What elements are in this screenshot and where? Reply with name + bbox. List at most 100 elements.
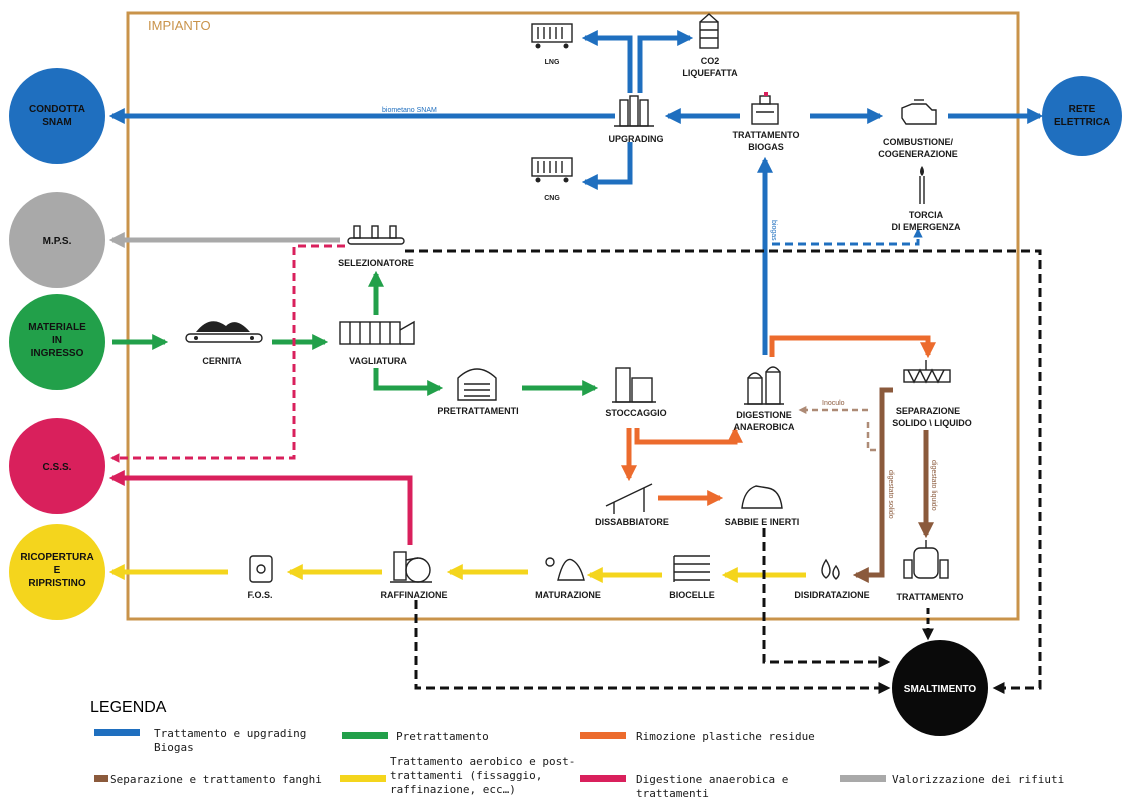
node-fos: F.O.S. (247, 555, 273, 600)
flow-selezionatore-smaltimento (405, 249, 1042, 694)
circle-css: C.S.S. (9, 418, 105, 514)
legend-item-anaerobica: Digestione anaerobica e trattamenti (580, 773, 788, 800)
svg-text:IN: IN (52, 335, 62, 346)
flow-label-digestato-liquido: digestato liquido (930, 460, 937, 511)
flow-upgrading-lng (581, 29, 633, 93)
node-dissabbiatore: DISSABBIATORE (595, 483, 669, 527)
svg-text:RIPRISTINO: RIPRISTINO (28, 578, 85, 589)
digester-icon (744, 366, 784, 405)
svg-text:C.S.S.: C.S.S. (43, 462, 72, 473)
svg-text:RAFFINAZIONE: RAFFINAZIONE (381, 590, 448, 600)
flare-icon (919, 166, 925, 204)
silo-icon (699, 13, 719, 49)
legend-swatch (342, 732, 388, 739)
svg-text:CO2: CO2 (701, 56, 720, 66)
svg-text:Valorizzazione dei rifiuti: Valorizzazione dei rifiuti (892, 773, 1064, 786)
svg-text:COGENERAZIONE: COGENERAZIONE (878, 149, 958, 159)
svg-text:SABBIE E INERTI: SABBIE E INERTI (725, 517, 800, 527)
refinery-icon (390, 551, 432, 583)
node-digestione: DIGESTIONE ANAEROBICA (733, 366, 795, 432)
legend-swatch (94, 729, 140, 736)
legend-swatch (580, 775, 626, 782)
flow-raffinazione-smaltimento (414, 600, 891, 694)
svg-text:RETE: RETE (1069, 104, 1096, 115)
node-trattamento-biogas: TRATTAMENTO BIOGAS (733, 92, 800, 152)
flow-lines (108, 29, 1044, 694)
flow-label-biometano: biometano SNAM (382, 107, 437, 114)
svg-text:RICOPERTURA: RICOPERTURA (20, 552, 93, 563)
engine-icon (901, 99, 937, 125)
svg-text:COMBUSTIONE/: COMBUSTIONE/ (883, 137, 954, 147)
treatment-plant-icon (903, 540, 949, 579)
svg-text:ELETTRICA: ELETTRICA (1054, 117, 1110, 128)
node-maturazione: MATURAZIONE (535, 557, 601, 600)
svg-text:UPGRADING: UPGRADING (608, 134, 663, 144)
node-pretrattamenti: PRETRATTAMENTI (437, 368, 519, 416)
svg-text:TORCIA: TORCIA (909, 210, 944, 220)
svg-text:MATURAZIONE: MATURAZIONE (535, 590, 601, 600)
svg-text:DIGESTIONE: DIGESTIONE (736, 410, 792, 420)
svg-text:LIQUEFATTA: LIQUEFATTA (682, 68, 738, 78)
svg-text:SMALTIMENTO: SMALTIMENTO (904, 684, 977, 695)
sorter-icon (347, 225, 405, 245)
node-disidratazione: DISIDRATAZIONE (794, 558, 870, 600)
legend-title: LEGENDA (90, 699, 167, 716)
node-raffinazione: RAFFINAZIONE (381, 551, 448, 600)
legend-swatch (340, 775, 386, 782)
circle-condotta-snam: CONDOTTA SNAM (9, 68, 105, 164)
svg-text:M.P.S.: M.P.S. (43, 236, 72, 247)
water-drop-icon (821, 558, 840, 580)
sand-separator-icon (605, 483, 653, 514)
svg-text:TRATTAMENTO: TRATTAMENTO (733, 130, 800, 140)
flow-upgrading-co2 (637, 29, 694, 93)
svg-text:SEPARAZIONE: SEPARAZIONE (896, 406, 960, 416)
legend: LEGENDA Trattamento e upgrading Biogas P… (90, 699, 1064, 800)
svg-text:STOCCAGGIO: STOCCAGGIO (605, 408, 666, 418)
svg-text:SNAM: SNAM (42, 117, 71, 128)
node-vagliatura: VAGLIATURA (339, 320, 415, 366)
svg-text:CONDOTTA: CONDOTTA (29, 104, 85, 115)
legend-item-plastiche: Rimozione plastiche residue (580, 730, 815, 743)
node-cernita: CERNITA (185, 321, 263, 366)
node-stoccaggio: STOCCAGGIO (605, 367, 667, 418)
node-lng: LNG (531, 23, 573, 66)
svg-text:SOLIDO \ LIQUIDO: SOLIDO \ LIQUIDO (892, 418, 972, 428)
svg-text:Digestione anaerobica e: Digestione anaerobica e (636, 773, 788, 786)
flow-digestione-separazione (769, 335, 937, 359)
legend-item-pretrattamento: Pretrattamento (342, 730, 489, 743)
flow-upgrading-cng (581, 142, 633, 191)
node-trattamento: TRATTAMENTO (897, 540, 964, 602)
legend-item-aerobico: Trattamento aerobico e post- trattamenti… (340, 755, 575, 796)
node-selezionatore: SELEZIONATORE (338, 225, 414, 268)
legend-item-biogas: Trattamento e upgrading Biogas (94, 727, 306, 754)
sand-pile-icon (741, 485, 783, 509)
screen-drum-icon (339, 320, 415, 345)
legend-swatch (94, 775, 108, 782)
svg-text:trattamenti: trattamenti (636, 787, 709, 800)
node-combustione: COMBUSTIONE/ COGENERAZIONE (878, 99, 958, 159)
svg-text:trattamenti (fissaggio,: trattamenti (fissaggio, (390, 769, 542, 782)
circle-materiale-ingresso: MATERIALE IN INGRESSO (9, 294, 105, 390)
svg-text:INGRESSO: INGRESSO (31, 348, 84, 359)
svg-text:CNG: CNG (544, 195, 560, 202)
svg-text:Trattamento e upgrading: Trattamento e upgrading (154, 727, 306, 740)
node-co2: CO2 LIQUEFATTA (682, 13, 738, 78)
svg-text:CERNITA: CERNITA (202, 356, 242, 366)
legend-swatch (580, 732, 626, 739)
svg-text:raffinazione, ecc…): raffinazione, ecc…) (390, 783, 516, 796)
node-upgrading: UPGRADING (608, 95, 664, 144)
svg-text:SELEZIONATORE: SELEZIONATORE (338, 258, 414, 268)
compost-pile-icon (545, 557, 585, 581)
svg-text:F.O.S.: F.O.S. (247, 590, 272, 600)
svg-text:Biogas: Biogas (154, 741, 194, 754)
svg-text:Pretrattamento: Pretrattamento (396, 730, 489, 743)
storage-tank-icon (612, 367, 656, 403)
svg-text:Rimozione plastiche residue: Rimozione plastiche residue (636, 730, 815, 743)
flow-sabbie-smaltimento (762, 528, 891, 668)
plant-frame (126, 11, 1020, 621)
flow-torcia-dashed (772, 228, 923, 246)
svg-text:VAGLIATURA: VAGLIATURA (349, 356, 407, 366)
circle-ricopertura: RICOPERTURA E RIPRISTINO (9, 524, 105, 620)
svg-text:MATERIALE: MATERIALE (28, 322, 86, 333)
svg-text:DISSABBIATORE: DISSABBIATORE (595, 517, 669, 527)
